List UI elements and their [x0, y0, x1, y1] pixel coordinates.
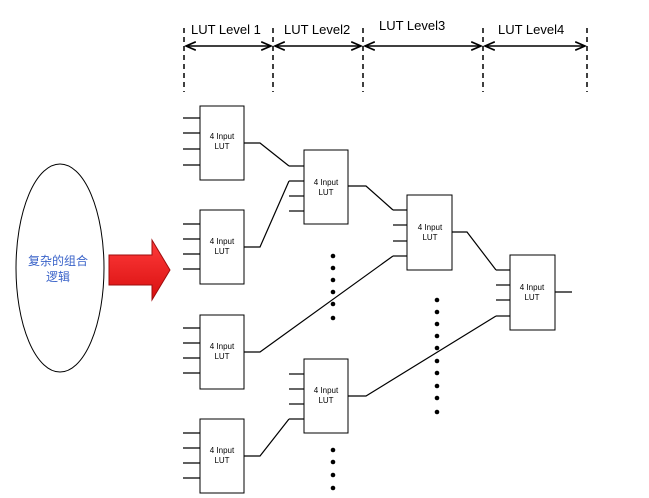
lut-l1-a: 4 Input LUT: [183, 105, 245, 181]
level-3-label: LUT Level3: [379, 18, 445, 33]
lut-l2-a: 4 Input LUT: [289, 149, 349, 225]
lut-l2-b: 4 Input LUT: [289, 358, 349, 434]
lut-label-line2: LUT: [318, 188, 333, 197]
lut-label-line1: 4 Input: [210, 132, 235, 141]
lut-label-line2: LUT: [214, 352, 229, 361]
wire-l1a-to-l2a: [244, 142, 290, 167]
lut-label-line2: LUT: [214, 456, 229, 465]
wire-l3-to-l4: [452, 231, 497, 271]
wire-l1d-to-l2b: [244, 418, 290, 457]
level-2-label: LUT Level2: [284, 22, 350, 37]
lut-label-line1: 4 Input: [314, 178, 339, 187]
lut-label-line1: 4 Input: [210, 446, 235, 455]
ellipsis-dots-l2-lower: [330, 447, 336, 491]
lut-l4-a: 4 Input LUT: [496, 254, 572, 331]
lut-label-line2: LUT: [422, 233, 437, 242]
lut-label-line1: 4 Input: [210, 342, 235, 351]
ellipsis-dots-l3: [434, 297, 440, 415]
lut-label-line2: LUT: [214, 247, 229, 256]
lut-label-line1: 4 Input: [314, 386, 339, 395]
lut-l1-c: 4 Input LUT: [183, 314, 245, 390]
wire-l1c-to-l3: [244, 255, 394, 353]
mapping-arrow-icon: [108, 238, 171, 302]
level-4-label: LUT Level4: [498, 22, 564, 37]
wire-l1b-to-l2a: [244, 180, 290, 248]
wire-l2a-to-l3: [348, 185, 394, 211]
lut-l1-d: 4 Input LUT: [183, 418, 245, 494]
lut-label-line1: 4 Input: [520, 283, 545, 292]
complex-logic-ellipse: [15, 163, 105, 373]
lut-l1-b: 4 Input LUT: [183, 209, 245, 285]
lut-label-line2: LUT: [318, 396, 333, 405]
complex-logic-label-line2: 逻辑: [46, 270, 70, 284]
lut-label-line2: LUT: [214, 142, 229, 151]
wire-l2b-to-l4: [348, 315, 497, 397]
lut-label-line2: LUT: [524, 293, 539, 302]
complex-logic-label-line1: 复杂的组合: [28, 253, 88, 268]
lut-label-line1: 4 Input: [418, 223, 443, 232]
lut-label-line1: 4 Input: [210, 237, 235, 246]
level-1-label: LUT Level 1: [191, 22, 261, 37]
ellipsis-dots-l2-upper: [330, 253, 336, 321]
lut-l3-a: 4 Input LUT: [393, 194, 453, 271]
